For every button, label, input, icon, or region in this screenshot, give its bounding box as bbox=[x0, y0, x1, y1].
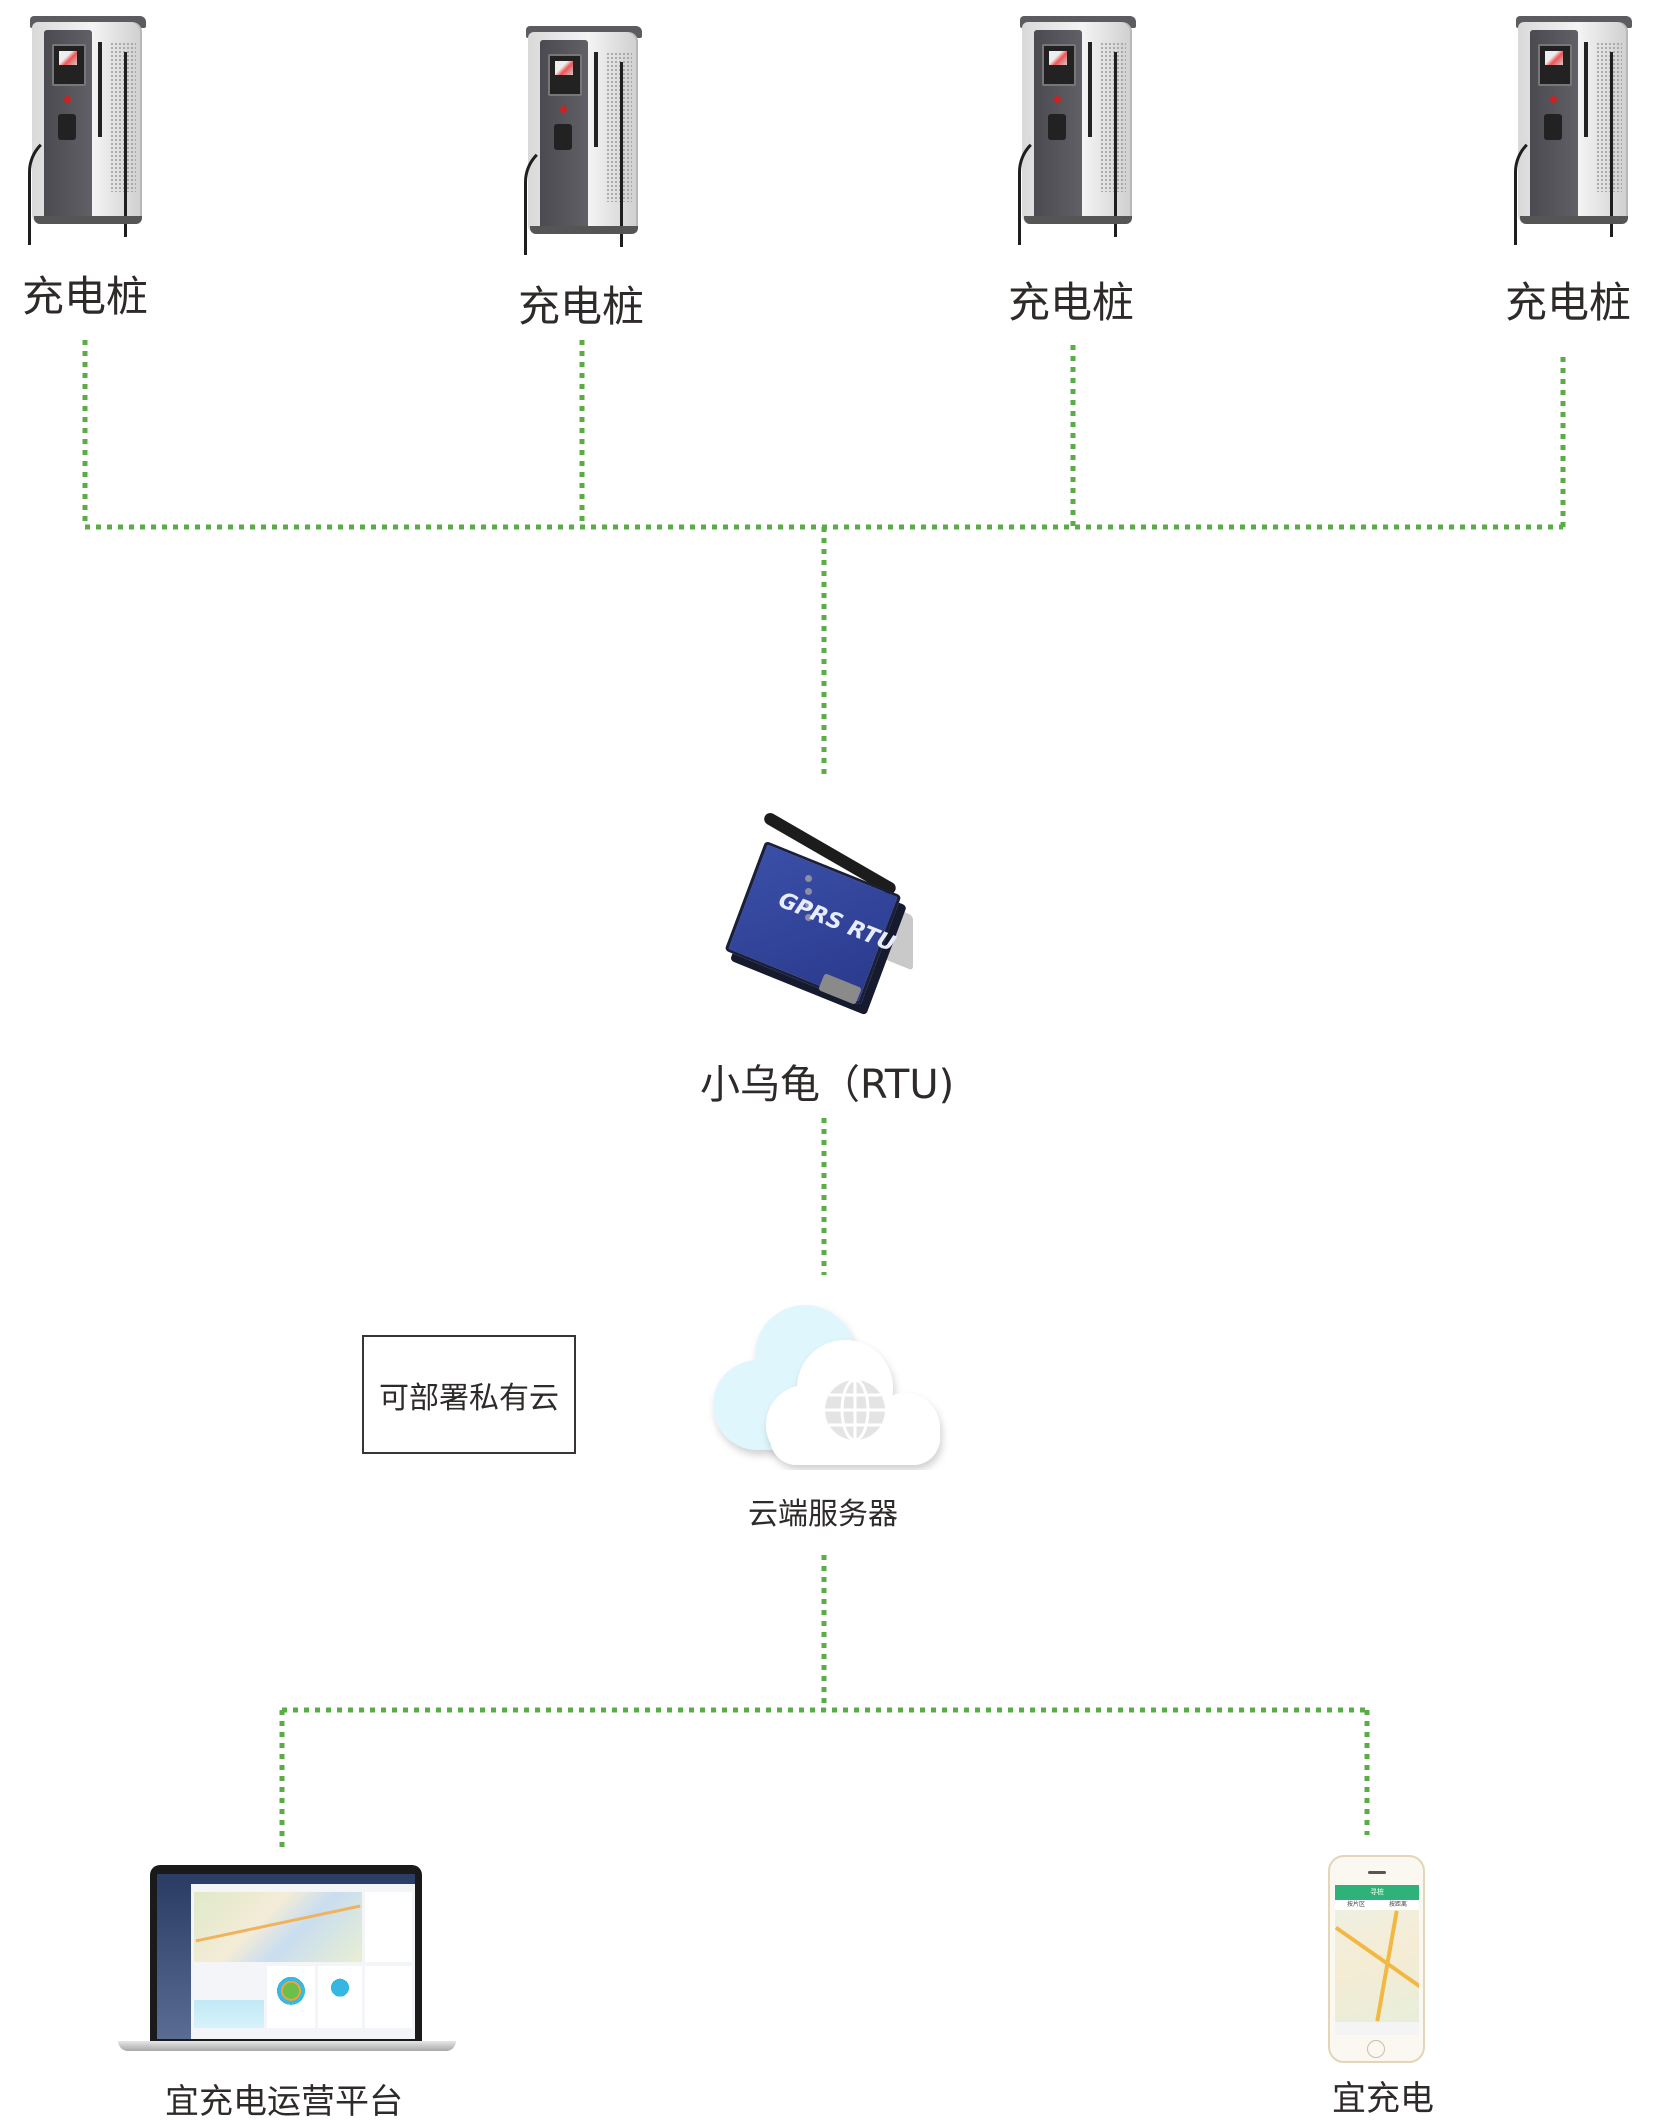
rtu-label: 小乌龟（RTU) bbox=[700, 1062, 955, 1108]
app-screen-title: 寻桩 bbox=[1335, 1885, 1419, 1900]
charger-label: 充电桩 bbox=[1505, 278, 1632, 327]
app-tab-by-area: 按片区 bbox=[1346, 1901, 1365, 1908]
charging-pile-icon bbox=[518, 22, 648, 255]
mobile-app-icon: 寻桩 按片区 按距离 bbox=[1328, 1855, 1425, 2063]
private-cloud-note-box: 可部署私有云 bbox=[362, 1335, 576, 1454]
cloud-server-label: 云端服务器 bbox=[748, 1497, 898, 1532]
app-tab-by-distance: 按距离 bbox=[1388, 1901, 1407, 1908]
mobile-app-label: 宜充电 bbox=[1332, 2079, 1434, 2119]
globe-icon bbox=[825, 1378, 885, 1442]
charger-label: 充电桩 bbox=[518, 282, 645, 331]
private-cloud-note: 可部署私有云 bbox=[379, 1380, 559, 1416]
charger-label: 充电桩 bbox=[1008, 278, 1135, 327]
charging-pile-icon bbox=[1012, 12, 1142, 245]
cloud-globe-icon bbox=[713, 1305, 940, 1465]
charging-pile-icon bbox=[22, 12, 152, 245]
gprs-rtu-device-icon: GPRS RTU bbox=[724, 780, 925, 1010]
laptop-dashboard-icon bbox=[118, 1865, 456, 2057]
operations-platform-label: 宜充电运营平台 bbox=[165, 2082, 403, 2122]
charging-pile-icon bbox=[1508, 12, 1638, 245]
charger-label: 充电桩 bbox=[22, 272, 149, 321]
